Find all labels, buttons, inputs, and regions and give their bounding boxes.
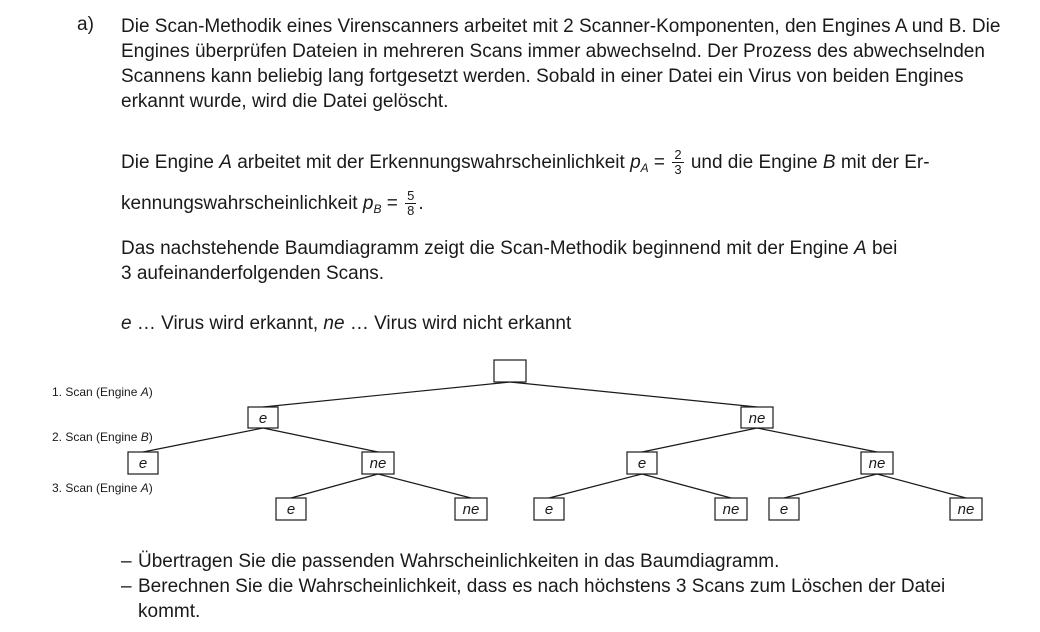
edge-e-e [142,427,264,453]
node-l3-ne-1 [454,497,488,521]
node-l1-e [247,406,279,429]
edge-root-ne [509,381,758,408]
node-l3-e-3 [768,497,800,521]
scan-level-2-label: 2. Scan (Engine B) [52,430,153,444]
node-l1-ne [740,406,774,429]
node-label: ne [370,455,387,472]
node-label: ne [723,501,740,518]
task-list: –Übertragen Sie die passenden Wahrschein… [121,549,1001,624]
node-l2-e-2 [626,451,658,475]
tree-node-labels: e ne e ne e ne e ne e ne e ne [139,410,975,518]
node-label: e [259,410,267,427]
node-label: e [545,501,553,518]
intro-paragraph: Die Scan-Methodik eines Virenscanners ar… [121,16,1001,112]
edge-e-ne-ne [377,473,472,499]
node-label: ne [463,501,480,518]
edge-root-e [262,381,511,408]
tree-node-boxes [127,406,983,521]
diagram-description: Das nachstehende Baumdiagramm zeigt die … [121,238,898,284]
node-l3-ne-3 [949,497,983,521]
node-l2-ne-2 [860,451,894,475]
node-label: e [287,501,295,518]
node-l2-ne-1 [361,451,395,475]
scan-level-1-label: 1. Scan (Engine A) [52,385,153,399]
dash: – [121,551,132,572]
edge-ne-e [641,427,758,453]
tree-edges [142,381,967,499]
task-item: –Übertragen Sie die passenden Wahrschein… [121,551,780,572]
node-l3-e-1 [275,497,307,521]
edge-ne-e-ne [641,473,732,499]
node-l3-ne-2 [714,497,748,521]
node-l3-e-2 [533,497,565,521]
legend-line: e … Virus wird erkannt, ne … Virus wird … [121,313,572,334]
dash: – [121,576,132,597]
task-item: –Berechnen Sie die Wahrscheinlichkeit, d… [121,576,946,622]
scan-level-labels: 1. Scan (Engine A) 2. Scan (Engine B) 3.… [52,385,153,495]
tree-root-node[interactable] [493,359,527,383]
task-label: a) [77,14,94,35]
edge-e-ne [262,427,379,453]
edge-ne-e-e [548,473,643,499]
edge-ne-ne [756,427,878,453]
node-label: ne [749,410,766,427]
edge-ne-ne-ne [876,473,967,499]
node-l2-e-1 [127,451,159,475]
node-label: e [780,501,788,518]
edge-e-ne-e [290,473,379,499]
node-label: e [139,455,147,472]
node-label: ne [958,501,975,518]
scan-level-3-label: 3. Scan (Engine A) [52,481,153,495]
edge-ne-ne-e [783,473,878,499]
probability-tree-diagram: e ne e ne e ne e ne e ne e ne 1. Scan (E… [52,359,983,521]
probability-paragraph: Die Engine A arbeitet mit der Erkennungs… [121,147,930,219]
node-label: ne [869,455,886,472]
node-label: e [638,455,646,472]
